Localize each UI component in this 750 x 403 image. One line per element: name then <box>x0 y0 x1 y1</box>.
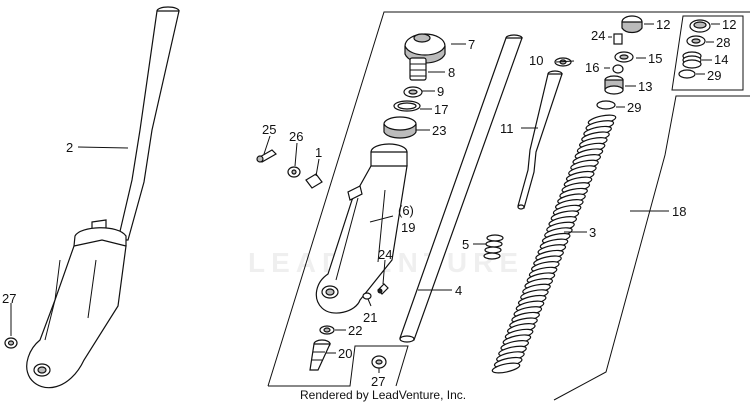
label-13: 13 <box>638 79 652 94</box>
part-24-bolt-top <box>613 33 623 45</box>
bolt-20 <box>309 339 331 371</box>
seal-kit-outline <box>671 15 744 91</box>
label-26: 26 <box>289 129 303 144</box>
label-12-a: 12 <box>656 17 670 32</box>
label-9: 9 <box>437 84 444 99</box>
fork-slider-19 <box>315 143 408 314</box>
clip-1 <box>305 173 323 189</box>
o-ring-17 <box>393 100 421 112</box>
assembly-outline-right <box>553 95 750 401</box>
label-29-kit: 29 <box>707 68 721 83</box>
caption-text: Rendered by LeadVenture, Inc. <box>300 388 466 402</box>
leader-lines <box>10 23 720 373</box>
label-3: 3 <box>589 225 596 240</box>
kit-part-12 <box>689 19 711 33</box>
label-17: 17 <box>434 102 448 117</box>
damper-rod <box>517 70 563 210</box>
label-19: 19 <box>401 220 415 235</box>
part-16-pin <box>612 64 624 74</box>
fork-bolt <box>409 57 427 81</box>
label-23: 23 <box>432 123 446 138</box>
label-2: 2 <box>66 140 73 155</box>
label-11: 11 <box>500 121 514 136</box>
label-8: 8 <box>448 65 455 80</box>
label-25: 25 <box>262 122 276 137</box>
label-21: 21 <box>363 310 377 325</box>
inner-fork-tube <box>399 34 523 343</box>
part-12-cap <box>621 15 643 34</box>
label-7: 7 <box>468 37 475 52</box>
label-24-mid: 24 <box>378 247 392 262</box>
assembly-outline <box>267 11 750 387</box>
label-15: 15 <box>648 51 662 66</box>
label-12-b: 12 <box>722 17 736 32</box>
kit-part-29 <box>678 69 696 79</box>
washer-27-bottom <box>371 355 387 369</box>
label-5: 5 <box>462 237 469 252</box>
label-29-mid: 29 <box>627 100 641 115</box>
label-18: 18 <box>672 204 686 219</box>
outer-fork-tube <box>26 6 180 389</box>
kit-part-28 <box>686 35 706 47</box>
label-10: 10 <box>529 53 543 68</box>
label-1: 1 <box>315 145 322 160</box>
label-4: 4 <box>455 283 462 298</box>
bolt-25 <box>256 149 277 163</box>
washer-27-left <box>4 337 18 349</box>
part-13-valve <box>604 75 624 95</box>
bolt-24-mid <box>377 283 389 295</box>
rebound-spring <box>483 234 504 260</box>
fork-top-cap <box>404 33 446 64</box>
callout-labels: 2 27 7 8 9 17 23 10 11 12 24 15 16 13 29… <box>2 17 736 389</box>
label-16: 16 <box>585 60 599 75</box>
part-9-ring <box>403 86 423 98</box>
label-6: (6) <box>398 203 414 218</box>
part-15-washer <box>614 51 634 63</box>
label-20: 20 <box>338 346 352 361</box>
spring-coil <box>491 362 521 374</box>
label-24-top: 24 <box>591 28 605 43</box>
part-29-ring-mid <box>596 100 616 110</box>
label-27-bottom: 27 <box>371 374 385 389</box>
label-27-left: 27 <box>2 291 16 306</box>
nut-21 <box>362 292 372 300</box>
part-23-collar <box>383 116 417 139</box>
assembly-outline-lower <box>268 345 409 387</box>
kit-part-14 <box>682 51 702 69</box>
label-28: 28 <box>716 35 730 50</box>
label-22: 22 <box>348 323 362 338</box>
label-14: 14 <box>714 52 728 67</box>
washer-26 <box>287 166 301 178</box>
fork-main-spring <box>491 114 617 374</box>
washer-22 <box>319 325 335 335</box>
